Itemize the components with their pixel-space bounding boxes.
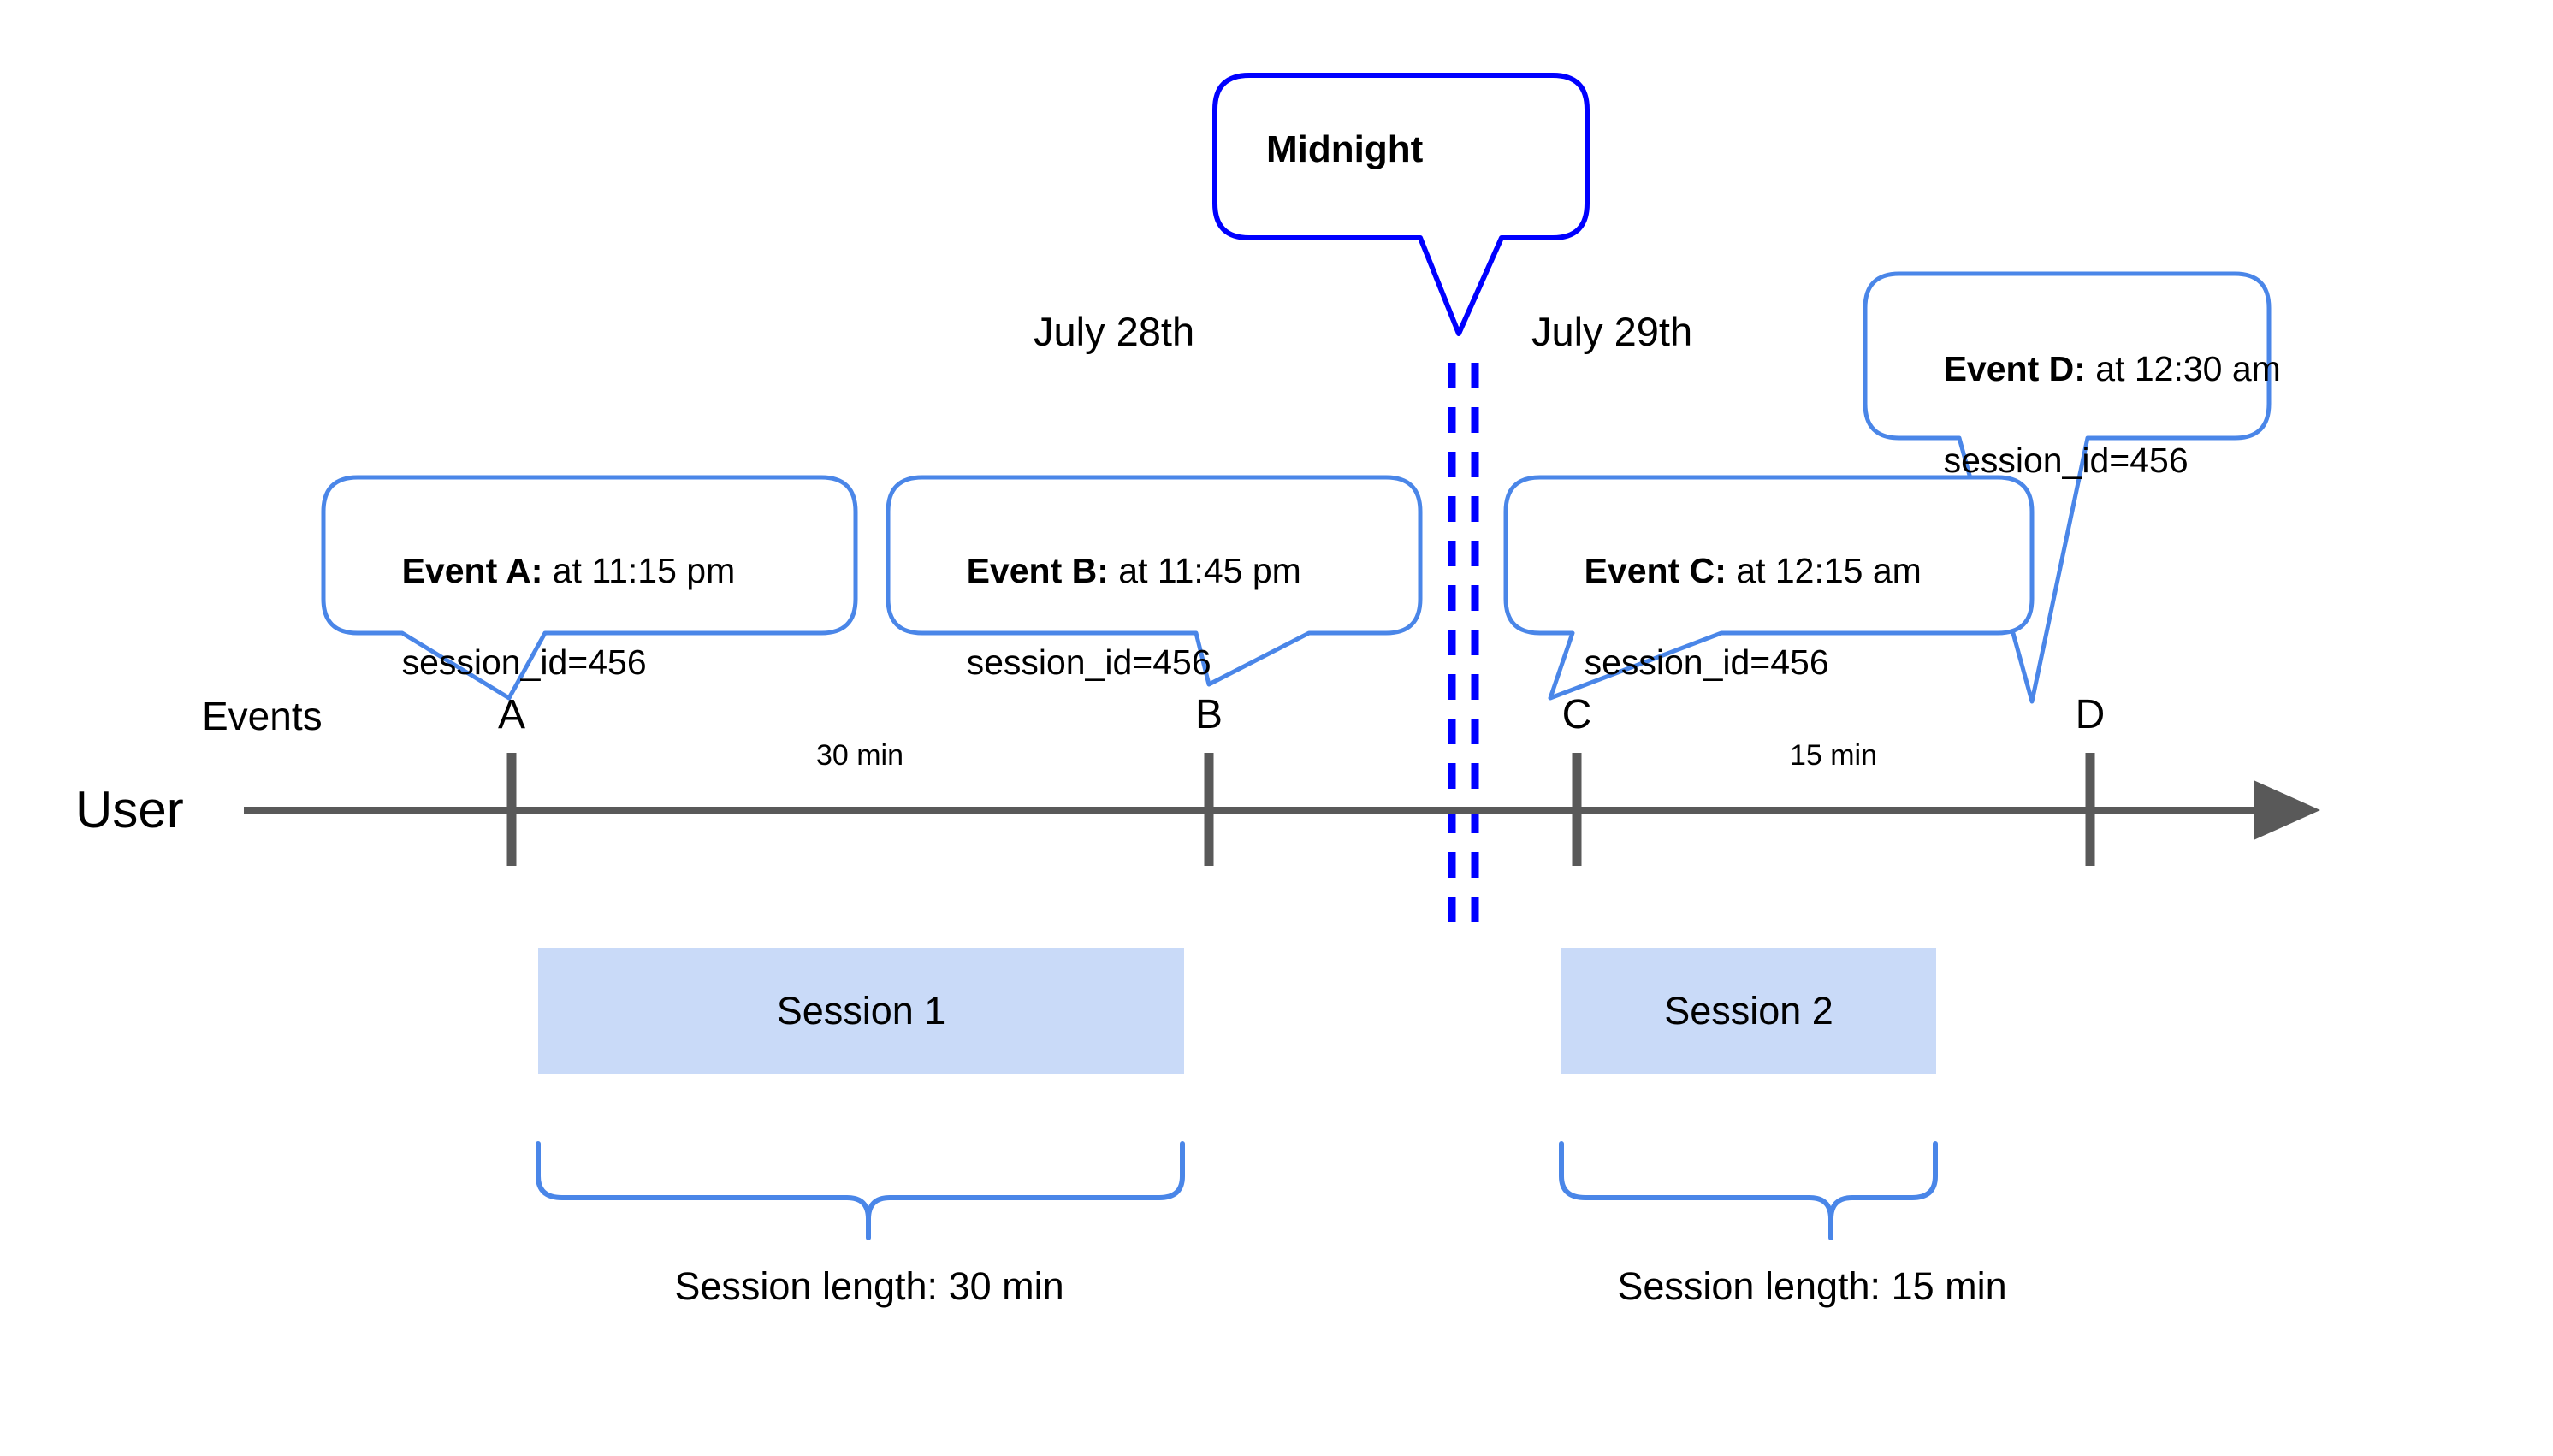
event-d-callout-text: Event D: at 12:30 am session_id=456: [1904, 301, 2281, 529]
session-1-brace: [536, 1141, 1185, 1240]
event-c-callout-text: Event C: at 12:15 am session_id=456: [1545, 503, 1922, 731]
event-d-rest: at 12:30 am: [2085, 349, 2281, 389]
date-label-july-28: July 28th: [1034, 309, 1195, 354]
timeline-axis: [244, 780, 2320, 840]
session-2-length-label: Session length: 15 min: [1617, 1264, 2007, 1308]
event-b-bold: Event B:: [966, 551, 1109, 591]
session-1-box: Session 1: [538, 948, 1184, 1074]
event-b-callout-text: Event B: at 11:45 pm session_id=456: [927, 503, 1301, 731]
midnight-dashed-lines: [1448, 363, 1479, 928]
event-b-line2: session_id=456: [966, 642, 1211, 682]
session-2-brace: [1559, 1141, 1938, 1240]
event-c-line2: session_id=456: [1584, 642, 1829, 682]
date-label-july-29: July 29th: [1531, 309, 1693, 354]
event-c-rest: at 12:15 am: [1726, 551, 1922, 591]
event-a-rest: at 11:15 pm: [542, 551, 736, 591]
midnight-callout-label: Midnight: [1266, 128, 1424, 170]
tick-label-d: D: [2075, 692, 2106, 737]
event-c-bold: Event C:: [1584, 551, 1727, 591]
event-a-line2: session_id=456: [401, 642, 647, 682]
event-d-line2: session_id=456: [1943, 440, 2189, 480]
event-d-bold: Event D:: [1943, 349, 2086, 389]
row-label-user: User: [75, 781, 184, 838]
gap-label-30-min: 30 min: [815, 739, 904, 772]
event-b-rest: at 11:45 pm: [1108, 551, 1301, 591]
tick-label-a: A: [497, 692, 525, 737]
gap-label-15-min: 15 min: [1789, 739, 1878, 772]
axis-arrowhead-icon: [2254, 780, 2320, 840]
tick-label-c: C: [1561, 692, 1592, 737]
event-a-callout-text: Event A: at 11:15 pm session_id=456: [363, 503, 736, 731]
session-1-label: Session 1: [776, 989, 946, 1033]
session-2-label: Session 2: [1664, 989, 1833, 1033]
session-1-length-label: Session length: 30 min: [674, 1264, 1064, 1308]
midnight-callout-shape: [1212, 73, 1590, 336]
row-label-events: Events: [202, 694, 323, 738]
tick-label-b: B: [1194, 692, 1223, 737]
session-2-box: Session 2: [1561, 948, 1936, 1074]
event-a-bold: Event A:: [401, 551, 543, 591]
